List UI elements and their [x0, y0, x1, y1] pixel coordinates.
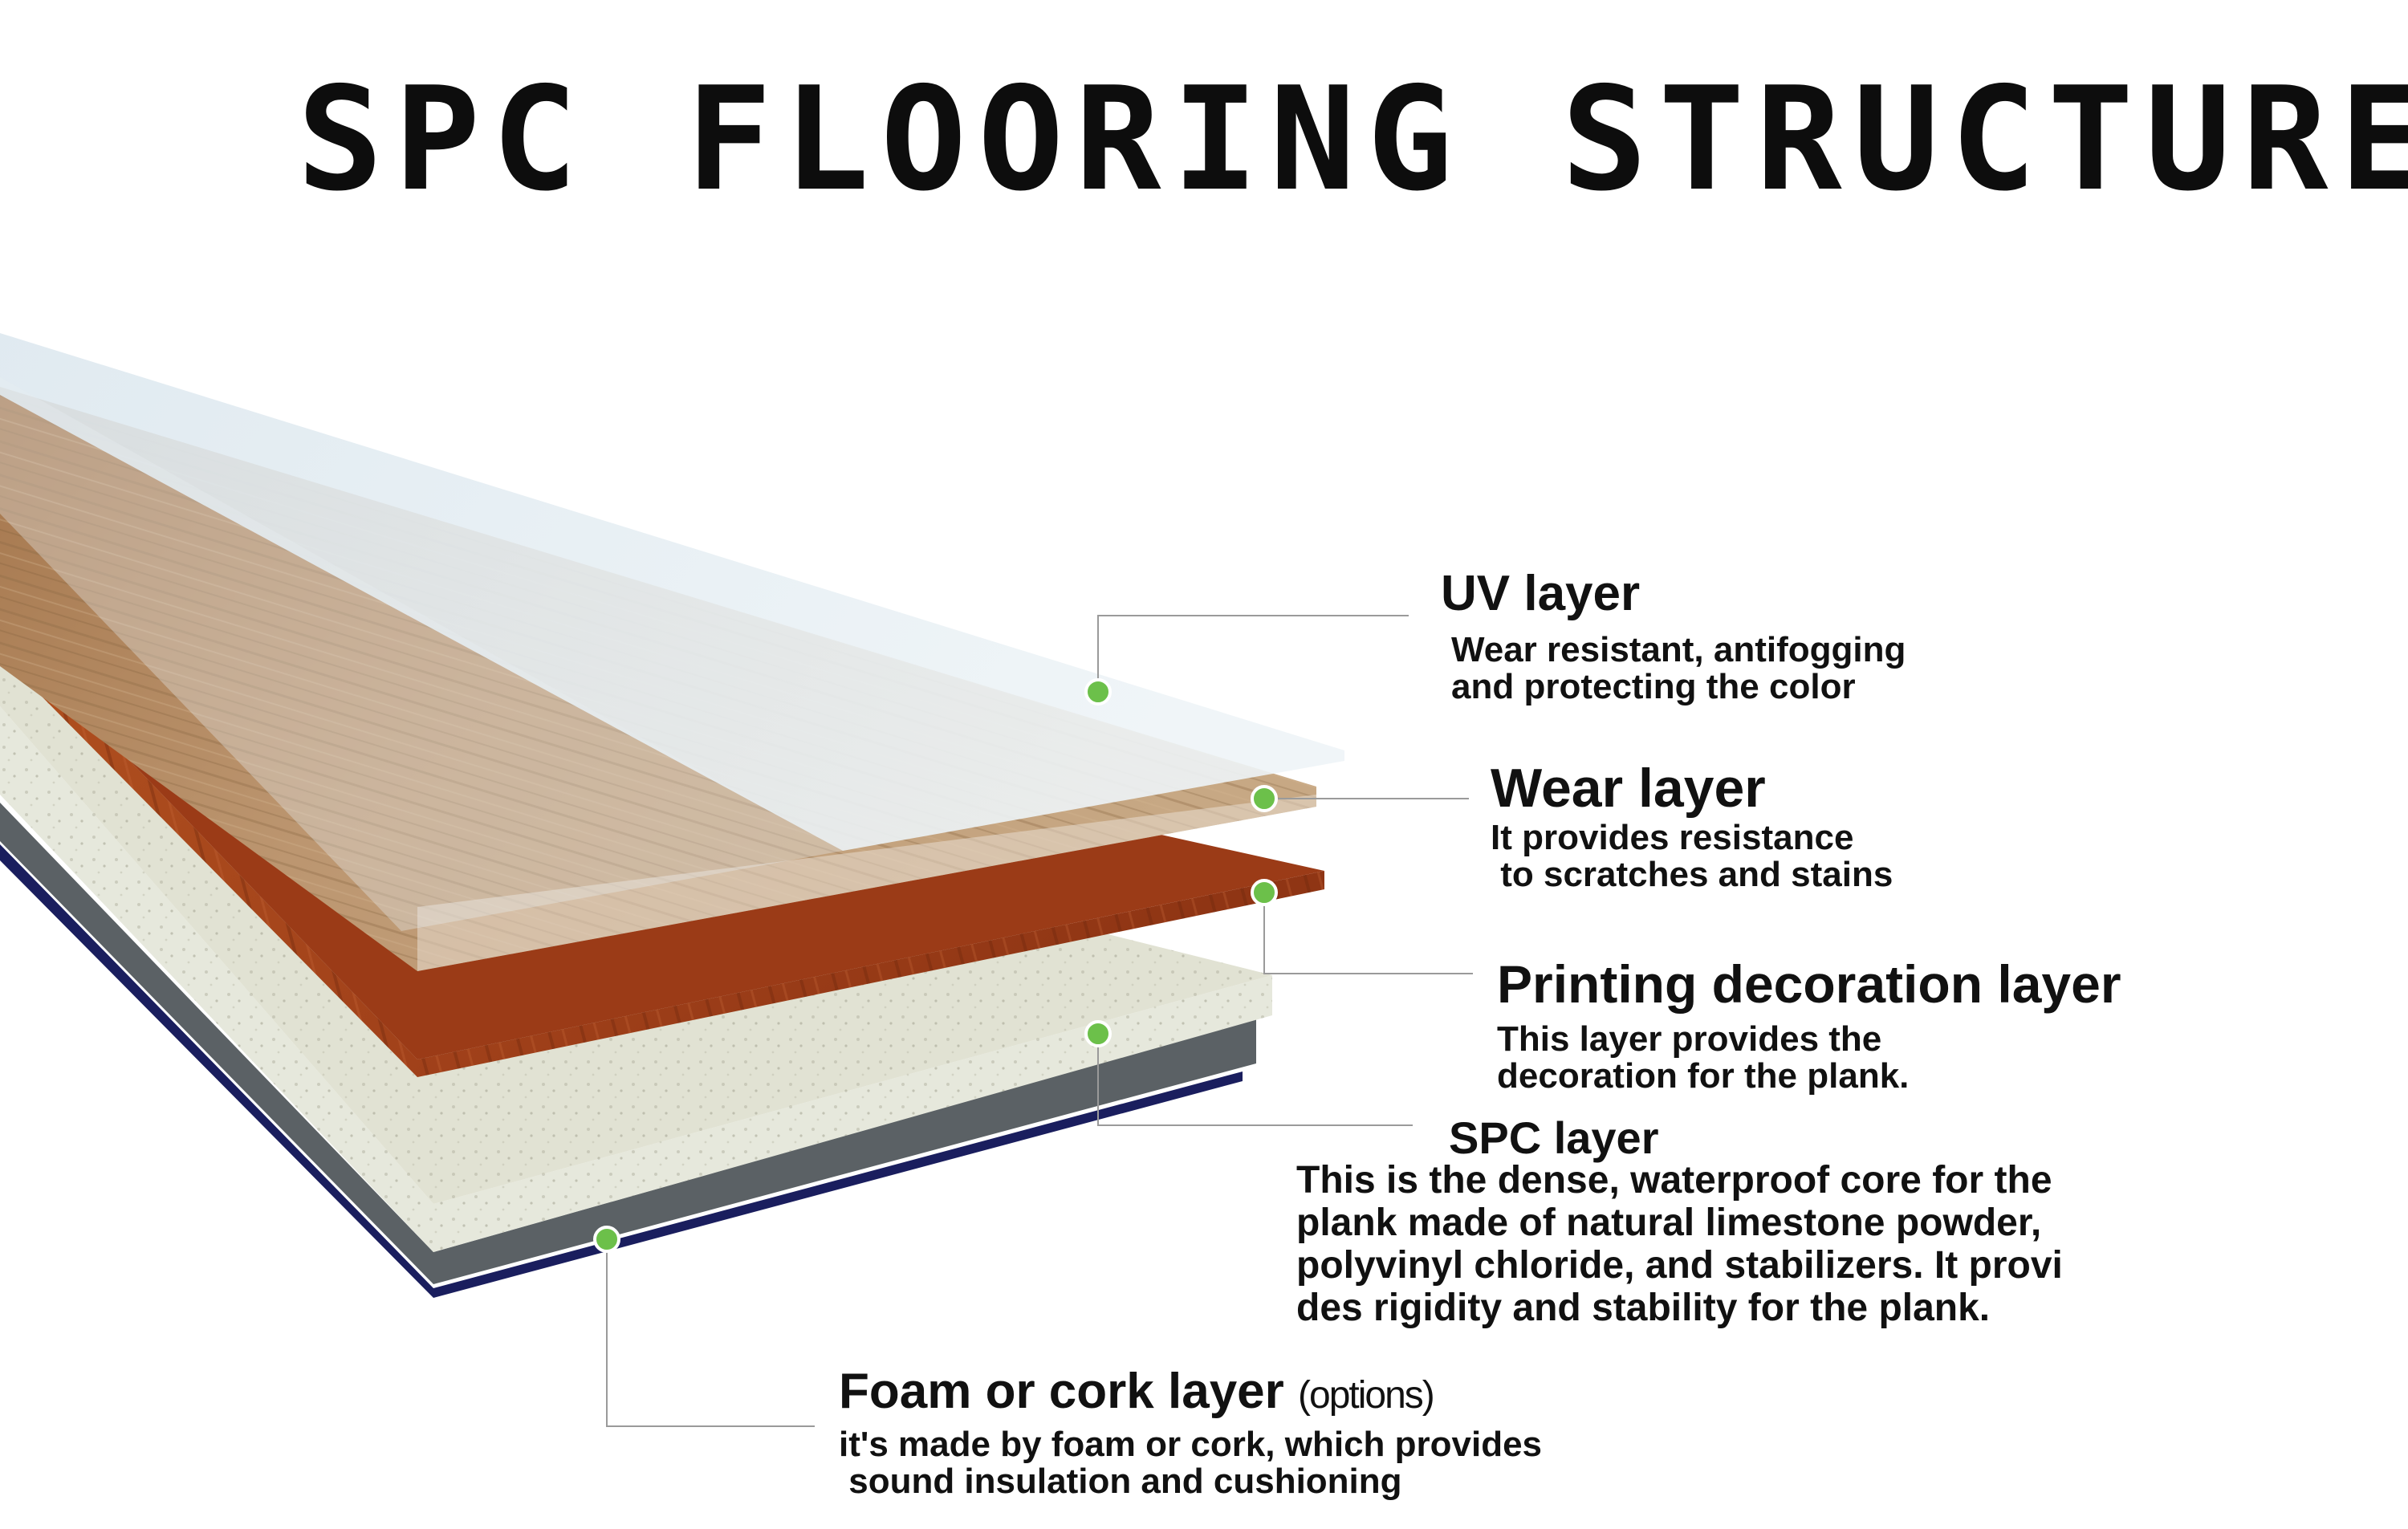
printing-layer-title: Printing decoration layer [1497, 954, 2121, 1014]
uv-leader [1097, 615, 1409, 692]
printing-leader [1263, 893, 1473, 974]
spc-marker-dot [1084, 1020, 1112, 1047]
page-title: SPC FLOORING STRUCTURE [297, 56, 2408, 222]
foam-layer-title: Foam or cork layer [839, 1364, 1284, 1419]
markers [593, 678, 1278, 1253]
uv-layer-fade [0, 377, 843, 931]
foam-leader [606, 1239, 815, 1427]
wear-layer-title: Wear layer [1491, 758, 1766, 819]
uv-layer-shape [0, 333, 1344, 851]
spc-layer-description: This is the dense, waterproof core for t… [1296, 1159, 2063, 1329]
spc-leader [1097, 1034, 1413, 1126]
wear-marker-dot [1251, 785, 1278, 812]
foam-marker-dot [593, 1226, 620, 1253]
printing-layer-description: This layer provides the decoration for t… [1497, 1019, 1910, 1096]
uv-layer-description: Wear resistant, antifogging and protecti… [1451, 630, 1906, 706]
printing-marker-dot [1251, 879, 1278, 906]
spc-layer-texture [0, 706, 1272, 1252]
leader-lines [606, 615, 1473, 1427]
uv-layer-title: UV layer [1441, 566, 1641, 621]
wear-layer-description: It provides resistance to scratches and … [1491, 818, 1893, 894]
uv-marker-dot [1084, 678, 1112, 706]
foam-layer-description: it's made by foam or cork, which provide… [839, 1425, 1543, 1501]
spc-layer-title: SPC layer [1449, 1112, 1659, 1163]
foam-layer-option: (options) [1298, 1374, 1435, 1417]
wear-layer-edge [417, 795, 1316, 971]
foam-layer-heading: Foam or cork layer (options) [839, 1364, 1435, 1419]
